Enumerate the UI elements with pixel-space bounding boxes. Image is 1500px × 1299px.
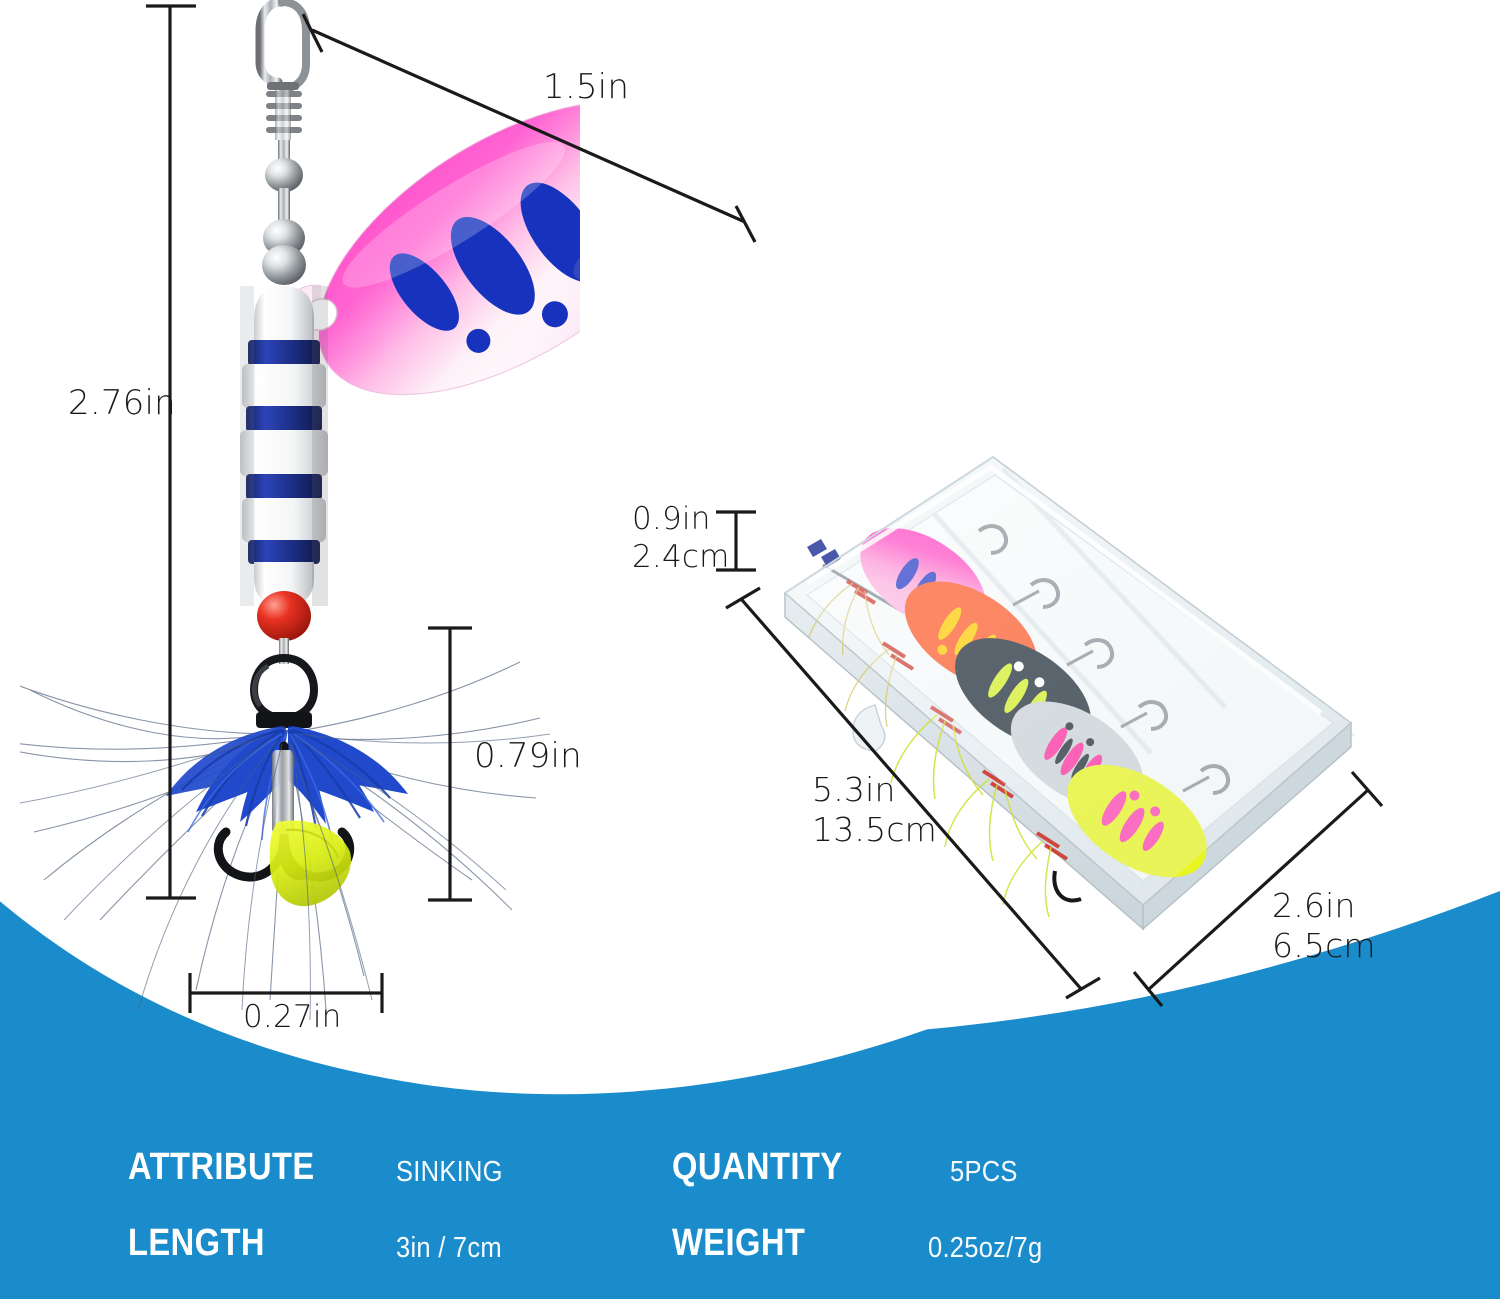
dim-label-box-width-cm: 6.5cm	[1272, 926, 1376, 965]
dim-label-box-height-cm: 2.4cm	[632, 539, 730, 575]
dim-label-blade-width: 1.5in	[543, 67, 630, 107]
lure-body	[240, 286, 328, 641]
dim-label-box-length-cm: 13.5cm	[812, 810, 937, 849]
body-stripe	[246, 406, 322, 432]
chartreuse-tag	[269, 820, 351, 907]
dimline-box-length	[740, 598, 1084, 992]
spec-label-weight: WEIGHT	[672, 1222, 806, 1264]
dim-label-lure-length: 2.76in	[68, 383, 176, 423]
snap-swivel	[255, 0, 310, 285]
spec-value-quantity: 5PCS	[950, 1156, 1018, 1188]
dim-label-box-width-in: 2.6in	[1272, 886, 1356, 925]
spec-banner: ATTRIBUTE SINKING QUANTITY 5PCS LENGTH 3…	[0, 1120, 1500, 1299]
spec-label-quantity: QUANTITY	[672, 1146, 843, 1188]
blade-spots	[389, 182, 580, 353]
dimline-blade-width	[311, 28, 746, 224]
hero-lure-illustration	[20, 0, 580, 1021]
body-stripe	[248, 340, 320, 366]
spec-label-length: LENGTH	[128, 1222, 265, 1264]
treble-hook-assembly	[20, 638, 551, 1021]
body-stripe	[246, 474, 322, 500]
dim-label-hook-width: 0.27in	[243, 999, 342, 1035]
spinner-blade	[287, 100, 580, 396]
spec-value-weight: 0.25oz/7g	[928, 1232, 1043, 1264]
spec-value-attribute: SINKING	[396, 1156, 503, 1188]
spec-label-attribute: ATTRIBUTE	[128, 1146, 315, 1188]
spec-value-length: 3in / 7cm	[396, 1232, 502, 1264]
red-bead	[257, 591, 311, 641]
body-stripe	[248, 540, 320, 564]
dim-label-hook-height: 0.79in	[474, 736, 582, 776]
dim-label-box-height-in: 0.9in	[632, 501, 711, 537]
dim-label-box-length-in: 5.3in	[812, 770, 896, 809]
feather-fibers-front	[20, 733, 551, 1021]
tackle-box-illustration	[783, 456, 1355, 931]
dimline-box-width	[1146, 788, 1370, 992]
